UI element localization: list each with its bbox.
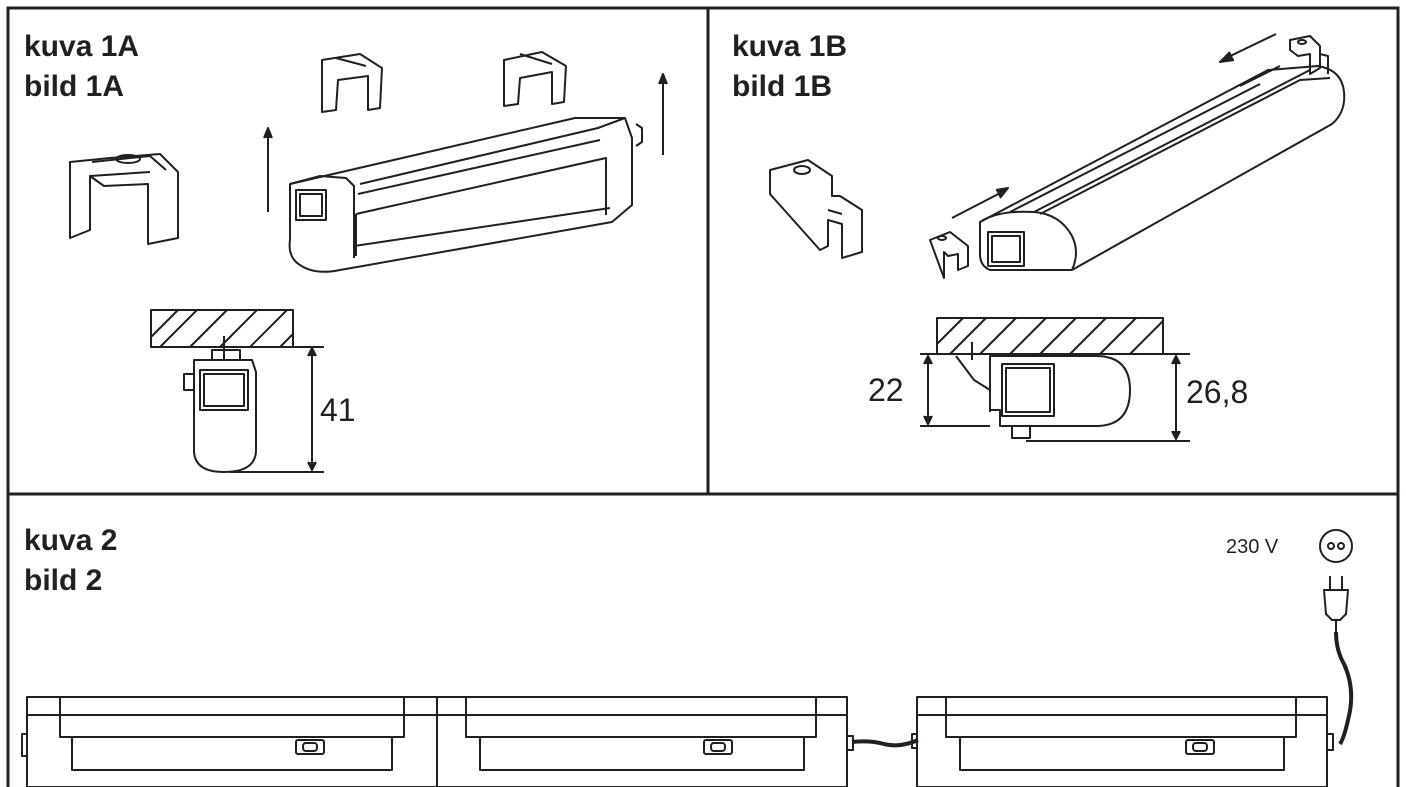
panel-1a-title-sv: bild 1A (24, 70, 125, 103)
power-cable (1334, 631, 1354, 746)
panel-2-title-sv: bild 2 (24, 564, 103, 597)
ceiling-section-1b (936, 317, 1164, 355)
panel-1a-title-fi: kuva 1A (24, 30, 140, 63)
mounting-bracket-large (769, 159, 863, 259)
luminaire-section-1b (955, 342, 1131, 439)
dimension-line-1a (230, 346, 324, 473)
luminaire-1b (979, 65, 1346, 271)
mounting-clip-small-1 (321, 53, 383, 113)
mounting-clip-small-2 (503, 51, 567, 107)
dimension-lines-1b (920, 353, 1190, 442)
panel-1b-title-sv: bild 1B (732, 70, 833, 103)
luminaire-section-1a (183, 336, 257, 473)
panel-2-title-fi: kuva 2 (24, 524, 118, 557)
ceiling-section-1a (150, 309, 294, 348)
dimension-label-26-8: 26,8 (1186, 374, 1249, 410)
luminaire-1a (288, 117, 643, 273)
mounting-clip-large (69, 153, 179, 245)
voltage-label: 230 V (1226, 536, 1279, 558)
connector-cable (851, 738, 919, 748)
arrow-toward-end (1219, 33, 1277, 63)
dimension-label-41: 41 (320, 392, 356, 428)
arrow-toward-start (951, 187, 1009, 219)
panel-1b-title-fi: kuva 1B (732, 30, 848, 63)
arrow-up-right (658, 73, 668, 155)
arrow-up-left (263, 127, 273, 212)
dimension-label-22: 22 (868, 372, 904, 408)
plug-icon (1323, 576, 1349, 632)
luminaire-unit-2 (436, 696, 854, 787)
luminaire-unit-3 (911, 696, 1334, 787)
socket-icon (1319, 529, 1353, 563)
luminaire-unit-1 (21, 696, 438, 787)
end-bracket-small (929, 231, 969, 279)
